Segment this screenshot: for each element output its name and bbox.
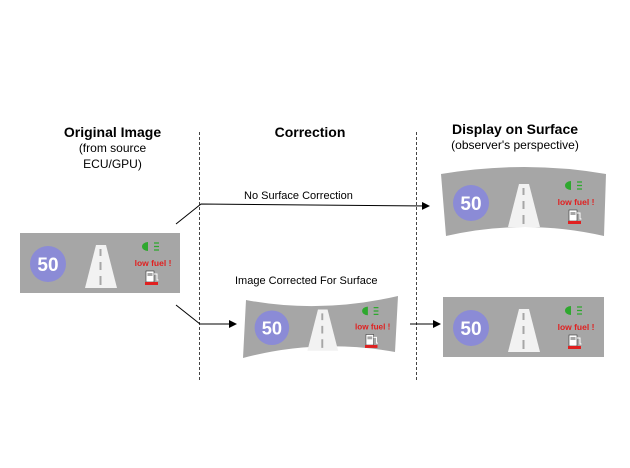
original-image-title: Original Image — [63, 124, 162, 140]
separator-left — [199, 132, 200, 380]
display-header: Display on Surface (observer's perspecti… — [425, 121, 605, 153]
no-correction-label: No Surface Correction — [244, 190, 353, 202]
original-image-header: Original Image (from source ECU/GPU) — [40, 124, 185, 172]
separator-right — [416, 132, 417, 380]
corrected-hud-panel — [243, 296, 398, 358]
original-hud-panel — [20, 233, 180, 293]
arrow-to-correction — [175, 304, 237, 328]
distorted-hud-display — [441, 167, 606, 236]
correction-header: Correction — [250, 124, 370, 140]
corrected-label: Image Corrected For Surface — [235, 275, 378, 287]
original-image-subtitle-line2: ECU/GPU) — [83, 157, 142, 171]
original-image-subtitle-line1: (from source — [78, 141, 147, 155]
arrow-to-no-correction — [175, 201, 430, 225]
display-title: Display on Surface — [451, 121, 579, 137]
display-subtitle: (observer's perspective) — [451, 138, 579, 152]
corrected-hud-display — [443, 297, 604, 357]
correction-title: Correction — [274, 124, 346, 140]
